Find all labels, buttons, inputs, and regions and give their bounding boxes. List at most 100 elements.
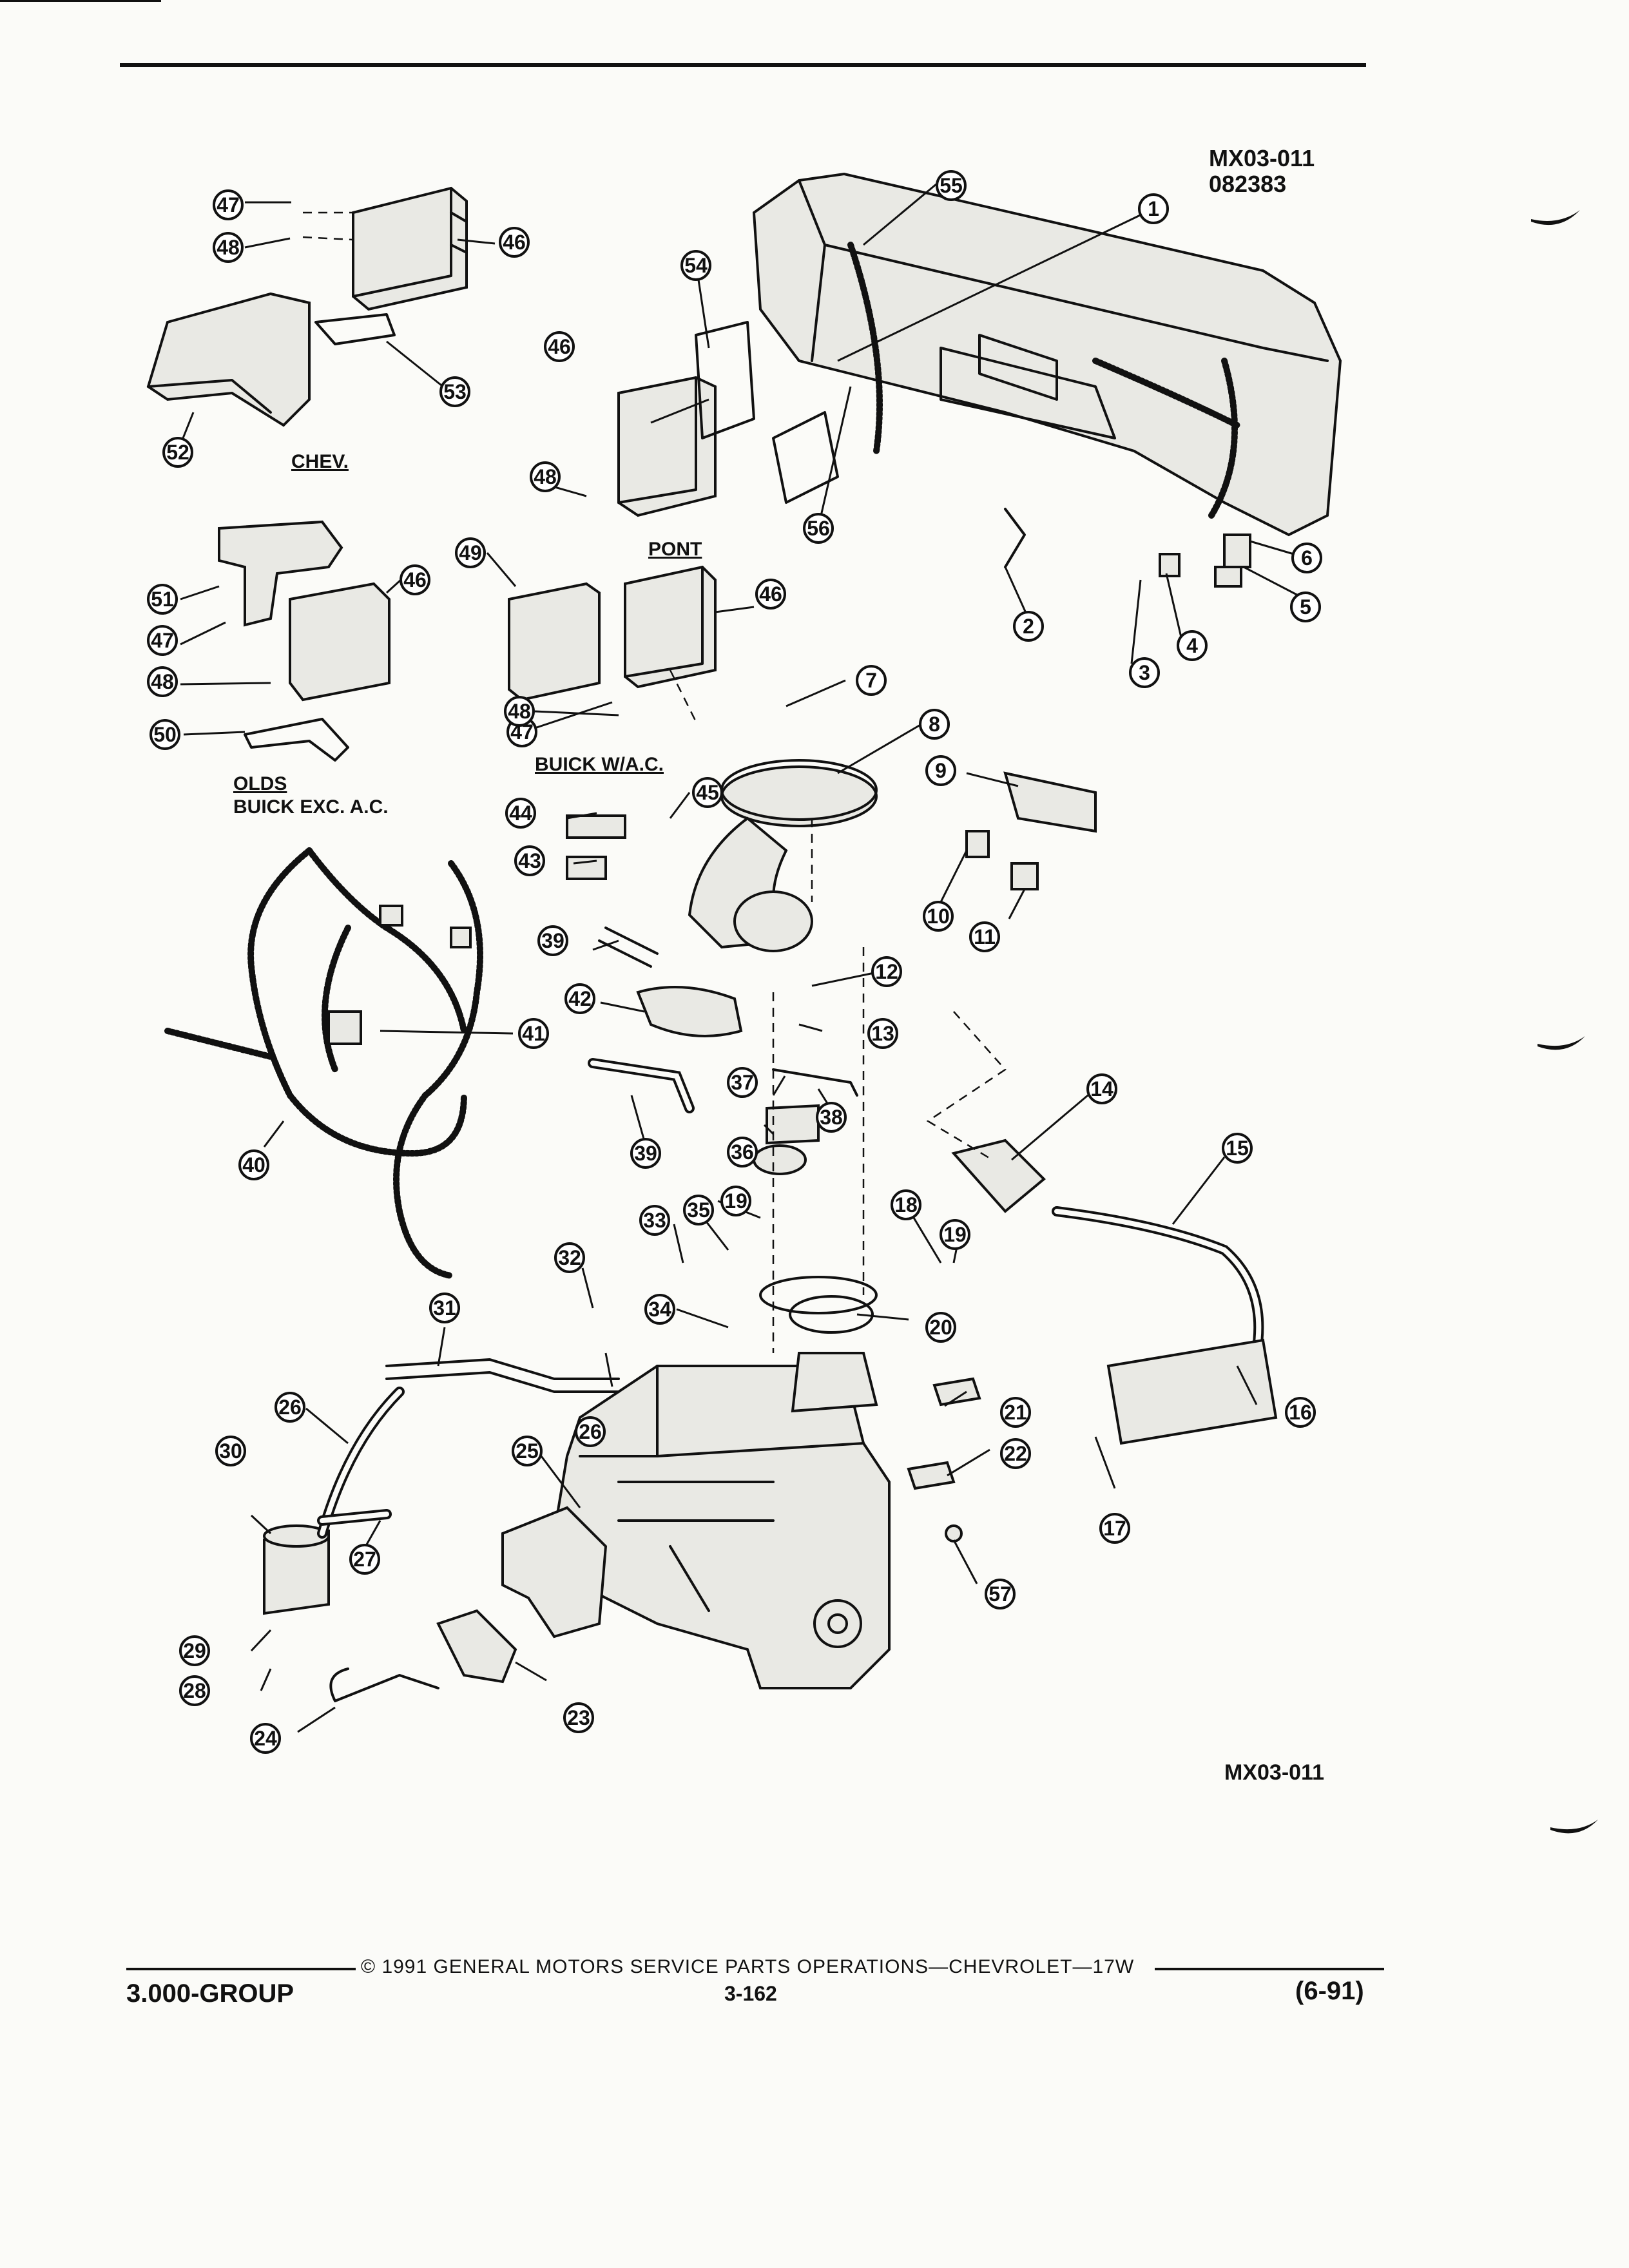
callout-number: 18 (894, 1193, 918, 1216)
callout: 7 (856, 665, 887, 696)
callout-number: 34 (648, 1298, 671, 1321)
egr-valve (753, 1068, 858, 1175)
label-buick-wac: BUICK W/A.C. (535, 754, 664, 775)
label-chev: CHEV. (291, 451, 349, 472)
map-sensor-bracket (965, 771, 1097, 890)
callout-number: 31 (433, 1296, 456, 1320)
callout: 49 (455, 537, 486, 568)
callout: 41 (518, 1018, 549, 1049)
callout: 5 (1290, 591, 1321, 622)
callout: 11 (969, 921, 1000, 952)
callout: 46 (400, 564, 430, 595)
callout-number: 4 (1186, 634, 1198, 657)
callout: 26 (575, 1416, 606, 1447)
vacuum-pipe (588, 1058, 695, 1113)
callout-number: 44 (509, 802, 532, 825)
callout-number: 49 (459, 541, 482, 564)
callout: 2 (1013, 611, 1044, 642)
callout-number: 33 (643, 1209, 666, 1232)
callout-number: 29 (183, 1639, 206, 1662)
callout-number: 5 (1300, 595, 1311, 619)
callout: 26 (275, 1392, 305, 1423)
callout-number: 37 (731, 1071, 754, 1094)
callout: 45 (692, 777, 723, 808)
callout-number: 41 (522, 1022, 545, 1045)
callout: 54 (680, 250, 711, 281)
callout-number: 12 (875, 960, 898, 983)
label-pont: PONT (648, 539, 702, 560)
callout: 32 (554, 1242, 585, 1273)
callout-number: 46 (403, 568, 427, 591)
dash-ecm-module (617, 376, 717, 517)
callout-number: 48 (508, 700, 531, 723)
callout-number: 53 (443, 380, 467, 403)
callout: 39 (630, 1138, 661, 1169)
callout-number: 45 (696, 781, 719, 804)
callout-number: 1 (1148, 197, 1159, 220)
callout: 48 (147, 666, 178, 697)
callout: 17 (1099, 1513, 1130, 1544)
callout: 46 (544, 331, 575, 362)
callout: 27 (349, 1544, 380, 1575)
callout-number: 32 (558, 1246, 581, 1269)
callout: 4 (1177, 630, 1208, 661)
callout: 37 (727, 1067, 758, 1098)
guide-line-ecm (669, 669, 697, 722)
callout-number: 46 (548, 335, 571, 358)
reference-block: MX03-011 082383 (1209, 146, 1315, 197)
throttle-body (789, 1295, 878, 1413)
callout-number: 8 (929, 713, 940, 736)
callout-number: 14 (1090, 1077, 1113, 1100)
callout-number: 43 (518, 849, 541, 872)
callout: 39 (537, 925, 568, 956)
callout: 23 (563, 1702, 594, 1733)
olds-ecm-bracket (218, 520, 343, 627)
callout-number: 15 (1226, 1137, 1249, 1160)
callout-number: 6 (1301, 546, 1313, 570)
callout: 46 (499, 227, 530, 258)
olds-ecm-module (289, 582, 390, 702)
callout-number: 56 (807, 517, 830, 540)
heated-air-hose (951, 1139, 1278, 1445)
callout-number: 25 (516, 1439, 539, 1463)
callout-number: 51 (151, 588, 174, 611)
callout-number: 23 (567, 1706, 590, 1729)
footer-copyright: © 1991 GENERAL MOTORS SERVICE PARTS OPER… (361, 1956, 1135, 1977)
footer-rule-right (1155, 1968, 1384, 1970)
callout: 10 (923, 901, 954, 932)
engine-wiring-harness (164, 847, 483, 1279)
callout: 47 (213, 189, 244, 220)
callout: 8 (919, 709, 950, 740)
callout: 55 (936, 170, 967, 201)
dash-panel-assembly (752, 172, 1342, 537)
callout: 53 (439, 376, 470, 407)
callout-number: 19 (943, 1223, 967, 1246)
callout: 33 (639, 1205, 670, 1236)
callout: 34 (644, 1294, 675, 1325)
callout: 44 (505, 798, 536, 829)
callout: 47 (147, 625, 178, 656)
callout: 12 (871, 956, 902, 987)
engine-block (552, 1365, 891, 1689)
callout: 48 (504, 696, 535, 727)
callout-number: 30 (219, 1439, 242, 1463)
margin-mark (1537, 1036, 1585, 1050)
callout: 6 (1291, 543, 1322, 573)
canister-hoses (317, 1387, 405, 1539)
callout: 50 (149, 719, 180, 750)
guide-line-air-cleaner (811, 818, 865, 1295)
callout: 38 (816, 1102, 847, 1133)
callout-number: 19 (724, 1189, 747, 1213)
o2-sensor-and-bracket (329, 1609, 517, 1702)
guide-line-duct (926, 1011, 1007, 1161)
callout: 35 (683, 1195, 714, 1225)
callout-number: 21 (1004, 1401, 1027, 1424)
label-olds: OLDS (233, 773, 287, 794)
callout-number: 28 (183, 1679, 206, 1702)
callout-number: 11 (974, 925, 996, 948)
callout-number: 35 (687, 1198, 710, 1222)
callout: 36 (727, 1137, 758, 1168)
callout-number: 13 (871, 1022, 894, 1045)
